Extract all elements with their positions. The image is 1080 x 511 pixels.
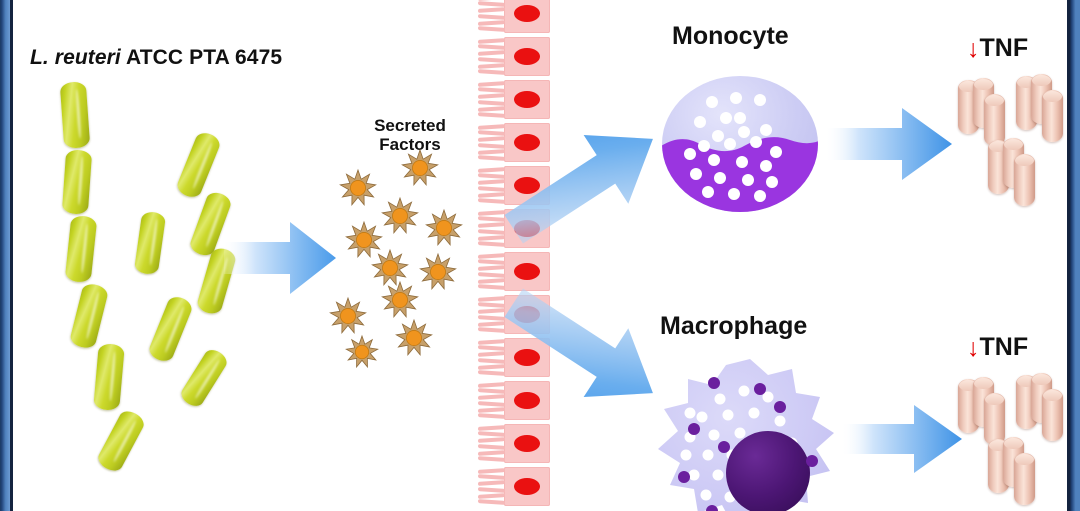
epithelial-cell-nucleus xyxy=(514,5,540,22)
tnf-protein-cylinder xyxy=(984,393,1005,445)
epithelial-cell xyxy=(504,80,550,119)
epithelial-cell-nucleus xyxy=(514,48,540,65)
cylinder-cap xyxy=(1043,390,1062,401)
cylinder-cap xyxy=(1032,75,1051,86)
bacterium-rod xyxy=(68,281,110,351)
epithelial-cell xyxy=(504,0,550,33)
epithelial-cell xyxy=(504,252,550,291)
tnf-bottom-text: TNF xyxy=(979,333,1029,361)
tnf-protein-cylinder xyxy=(984,94,1005,146)
arrow-macrophage-to-tnf xyxy=(842,402,962,476)
frame-inner-left xyxy=(10,0,13,511)
epithelial-cell xyxy=(504,381,550,420)
frame-bar-right xyxy=(1070,0,1080,511)
arrow-barrier-to-monocyte xyxy=(498,118,673,248)
microvilli-tuft xyxy=(478,467,505,506)
frame-inner-right xyxy=(1067,0,1070,511)
cylinder-cap xyxy=(985,95,1004,106)
bacterium-rod xyxy=(94,407,148,475)
cylinder-cap xyxy=(1004,139,1023,150)
cylinder-cap xyxy=(974,79,993,90)
epithelial-cell-nucleus xyxy=(514,435,540,452)
secreted-factor-icon xyxy=(417,251,459,293)
secreted-factor-icon xyxy=(369,247,411,289)
cylinder-cap xyxy=(1004,438,1023,449)
tnf-top-text: TNF xyxy=(979,34,1029,62)
secreted-factor-icon xyxy=(379,279,421,321)
epithelial-cell xyxy=(504,166,550,205)
tnf-bottom-label: ↓TNF xyxy=(967,333,1028,362)
intestinal-epithelium xyxy=(478,0,574,511)
epithelial-cell-nucleus xyxy=(514,91,540,108)
microvilli-tuft xyxy=(478,424,505,463)
microvilli-tuft xyxy=(478,80,505,119)
strain-genus-species: L. reuteri xyxy=(30,46,121,69)
epithelial-cell-nucleus xyxy=(514,392,540,409)
microvilli-tuft xyxy=(478,37,505,76)
arrow-bacteria-to-factors xyxy=(224,216,336,300)
cylinder-cap xyxy=(959,380,978,391)
cylinder-cap xyxy=(1017,77,1036,88)
arrow-monocyte-to-tnf xyxy=(826,104,952,184)
cylinder-cap xyxy=(1017,376,1036,387)
bacterium-rod xyxy=(59,81,91,149)
cylinder-cap xyxy=(974,378,993,389)
epithelial-cell xyxy=(504,338,550,377)
tnf-protein-cylinder xyxy=(1042,389,1063,441)
cylinder-cap xyxy=(985,394,1004,405)
cylinder-cap xyxy=(959,81,978,92)
epithelial-cell-nucleus xyxy=(514,134,540,151)
secreted-factor-icon xyxy=(343,333,381,371)
epithelial-cell-nucleus xyxy=(514,263,540,280)
secreted-factor-icon xyxy=(393,317,435,359)
bacterium-rod xyxy=(133,210,167,276)
secreted-factors-label: Secreted Factors xyxy=(374,116,446,155)
frame-bar-left xyxy=(0,0,10,511)
macrophage-label: Macrophage xyxy=(660,312,808,340)
strain-designation: ATCC PTA 6475 xyxy=(120,46,283,69)
bacterium-rod xyxy=(146,293,195,365)
bacterium-rod xyxy=(177,346,231,410)
epithelial-cell xyxy=(504,467,550,506)
secreted-factor-icon xyxy=(337,167,379,209)
tnf-protein-cylinder xyxy=(1014,453,1035,505)
tnf-top-label: ↓TNF xyxy=(967,34,1028,63)
tnf-protein-cylinder xyxy=(1042,90,1063,142)
cylinder-cap xyxy=(989,141,1008,152)
monocyte-label: Monocyte xyxy=(672,22,789,50)
tnf-protein-cylinder xyxy=(1014,154,1035,206)
bacterium-rod xyxy=(174,129,223,201)
epithelial-cell-nucleus xyxy=(514,349,540,366)
arrow-barrier-to-macrophage xyxy=(498,282,673,417)
secreted-factor-icon xyxy=(343,219,385,261)
secreted-factor-icon xyxy=(423,207,465,249)
bacterium-rod xyxy=(64,214,98,284)
down-arrow-icon: ↓ xyxy=(967,334,980,362)
cylinder-cap xyxy=(1043,91,1062,102)
secreted-factor-icon xyxy=(399,147,441,189)
cylinder-cap xyxy=(1032,374,1051,385)
macrophage-cell xyxy=(650,355,850,511)
secreted-factor-icon xyxy=(327,295,369,337)
epithelial-cell-nucleus xyxy=(514,177,540,194)
monocyte-cell xyxy=(656,74,824,214)
cylinder-cap xyxy=(1015,155,1034,166)
cylinder-cap xyxy=(989,440,1008,451)
strain-title: L. reuteri ATCC PTA 6475 xyxy=(30,46,282,70)
epithelial-cell xyxy=(504,424,550,463)
bacterium-rod xyxy=(61,149,93,215)
epithelial-cell xyxy=(504,123,550,162)
epithelial-cell xyxy=(504,37,550,76)
microvilli-tuft xyxy=(478,0,505,33)
down-arrow-icon: ↓ xyxy=(967,35,980,63)
secreted-factor-icon xyxy=(379,195,421,237)
cylinder-cap xyxy=(1015,454,1034,465)
epithelial-cell-nucleus xyxy=(514,478,540,495)
bacterium-rod xyxy=(93,342,125,412)
